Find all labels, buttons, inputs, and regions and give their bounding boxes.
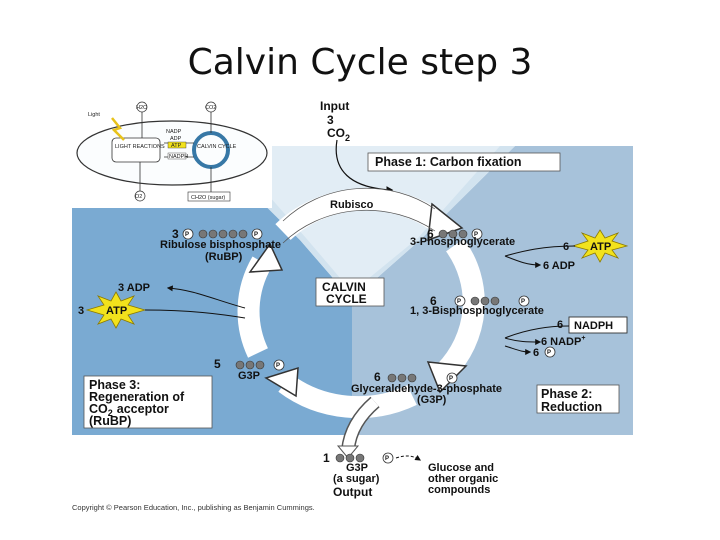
output-fate-3: compounds — [428, 484, 490, 496]
phase3-label-1: Phase 3: — [89, 378, 140, 392]
phosphate-label: P — [449, 376, 453, 382]
atp-star-6 — [571, 229, 629, 263]
output-fate-arrow — [395, 454, 422, 461]
copyright-text: Copyright © Pearson Education, Inc., pub… — [72, 503, 315, 512]
input-molecule: CO2 — [327, 126, 350, 143]
atp-in-count-3: 3 — [78, 305, 84, 317]
nadph-in-count: 6 — [557, 319, 563, 331]
rubp-count: 3 — [172, 227, 179, 241]
phosphate-label: P — [185, 232, 189, 238]
g3p6-molecule: 6 P Glyceraldehyde-3-phosphate (G3P) — [351, 370, 502, 406]
phosphate-label: P — [457, 299, 461, 305]
output-count: 1 — [323, 451, 330, 465]
inset-atp-label: ATP — [171, 143, 182, 149]
atp-star-3 — [85, 291, 147, 329]
atp-label-6: ATP — [590, 241, 611, 253]
output-label: Output — [333, 485, 372, 499]
g3p5-count: 5 — [214, 357, 221, 371]
panel-top-band — [225, 146, 500, 292]
g3p5-molecule: 5 P G3P — [214, 357, 285, 382]
phase2-label-2: Reduction — [541, 400, 602, 414]
phosphate-label: P — [385, 456, 389, 462]
rubisco-label: Rubisco — [330, 199, 374, 211]
pga-name: 3-Phosphoglycerate — [410, 236, 515, 248]
inset-light-reactions-label: LIGHT REACTIONS — [115, 144, 165, 150]
inset-sugar-label: CH2O (sugar) — [191, 195, 225, 201]
output-molecule: 1 P — [323, 451, 394, 465]
nadph-label: NADPH — [574, 320, 613, 332]
output-fate-1: Glucose and — [428, 462, 494, 474]
inset-co2-label: CO2 — [205, 105, 216, 111]
inset-nadph-label: NADPH — [169, 154, 188, 160]
adp-out-6: 6 ADP — [543, 260, 575, 272]
adp-3: 3 ADP — [118, 282, 150, 294]
center-label-2: CYCLE — [326, 292, 367, 306]
phosphate-label: P — [254, 232, 258, 238]
phosphate-label: P — [474, 232, 478, 238]
inset-calvin-label: CALVIN CYCLE — [197, 144, 237, 150]
pga-molecule: 6 P 3-Phosphoglycerate — [410, 227, 515, 248]
phase2-label-1: Phase 2: — [541, 387, 592, 401]
inset-adp-label: ADP — [170, 136, 182, 142]
phase3-label-4: (RuBP) — [89, 414, 131, 428]
inset-o2-label: O2 — [135, 194, 142, 200]
cycle-ring — [237, 188, 485, 419]
inset-light-label: Light — [88, 112, 100, 118]
slide-title: Calvin Cycle step 3 — [187, 42, 533, 83]
bpg-molecule: 6 P P 1, 3-Bisphosphoglycerate — [410, 294, 544, 317]
g3p6-count: 6 — [374, 370, 381, 384]
phase1-label: Phase 1: Carbon fixation — [375, 155, 522, 169]
inset-nadp-label: NADP — [166, 129, 182, 135]
pi-out-label: P — [547, 350, 551, 356]
phase3-label-2: Regeneration of — [89, 390, 185, 404]
output-name: G3P — [346, 462, 368, 474]
g3p6-name: Glyceraldehyde-3-phosphate — [351, 383, 502, 395]
panel-right — [352, 146, 633, 435]
rubp-molecule: 3 P P Ribulose bisphosphate (RuBP) — [160, 227, 281, 263]
rubp-abbr: (RuBP) — [205, 251, 243, 263]
pi-out-count: 6 — [533, 347, 539, 359]
chloroplast-inset: Light H2O CO2 NADP ADP LIGHT REACTIONS C… — [72, 100, 272, 208]
bpg-name: 1, 3-Bisphosphoglycerate — [410, 305, 544, 317]
atp-in-count: 6 — [563, 241, 569, 253]
pga-count: 6 — [427, 227, 434, 241]
rubp-name: Ribulose bisphosphate — [160, 239, 281, 251]
nadp-out: 6 NADP+ — [541, 335, 585, 348]
phosphate-label: P — [521, 299, 525, 305]
input-label: Input — [320, 99, 349, 113]
output-fate-2: other organic — [428, 473, 498, 485]
center-label-1: CALVIN — [322, 280, 366, 294]
input-count: 3 — [327, 113, 334, 127]
atp-label-3: ATP — [106, 305, 127, 317]
bpg-count: 6 — [430, 294, 437, 308]
g3p5-name: G3P — [238, 370, 260, 382]
g3p6-abbr: (G3P) — [417, 394, 447, 406]
inset-h2o-label: H2O — [136, 105, 148, 111]
output-desc: (a sugar) — [333, 473, 380, 485]
phosphate-label: P — [276, 363, 280, 369]
